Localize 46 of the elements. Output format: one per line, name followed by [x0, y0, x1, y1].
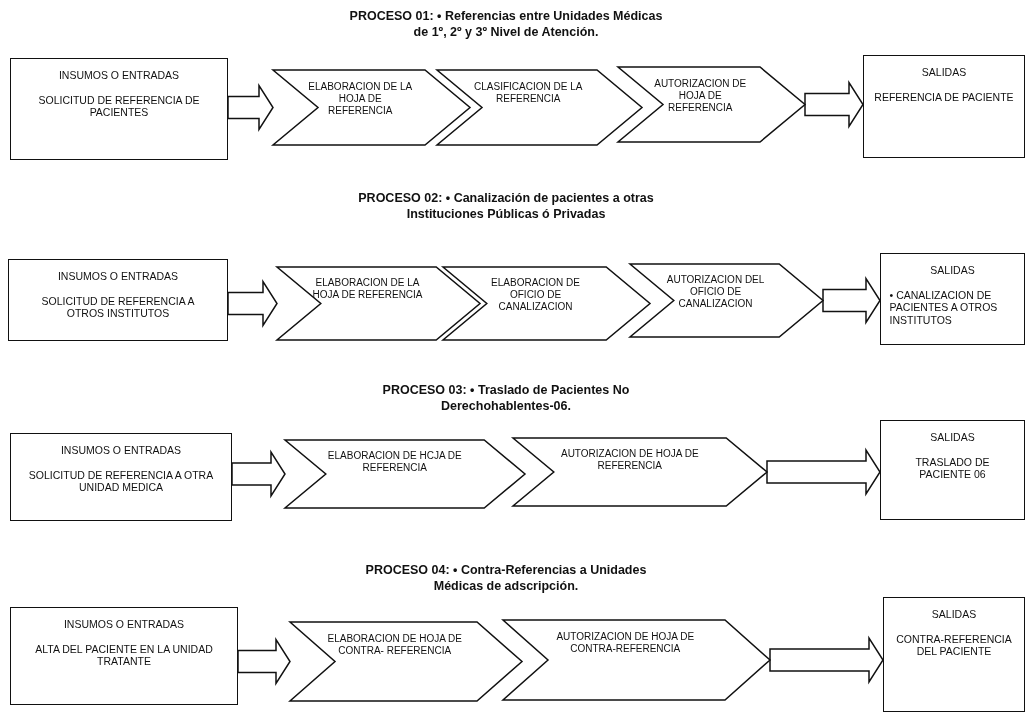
box-heading: INSUMOS O ENTRADAS: [59, 444, 183, 457]
box-heading: SALIDAS: [920, 66, 968, 79]
process-heading: PROCESO 04: • Contra-Referencias a Unidades Médicas de adscripción.: [364, 562, 648, 595]
box-text: SOLICITUD DE REFERENCIA A OTRA UNIDAD MEDICA: [27, 468, 215, 494]
process-heading: PROCESO 03: • Traslado de Pacientes No Derechohablentes-06.: [381, 382, 631, 415]
box-text: REFERENCIA DE PACIENTE: [873, 90, 1015, 104]
step-label: ELABORACION DE HCJA DE REFERENCIA: [326, 449, 463, 474]
box-text: ALTA DEL PACIENTE EN LA UNIDAD TRATANTE: [34, 642, 214, 668]
box-heading: SALIDAS: [929, 431, 976, 444]
block-arrow: [822, 275, 881, 326]
box-text: CONTRA-REFERENCIA DEL PACIENTE: [895, 632, 1013, 658]
process-heading: PROCESO 02: • Canalización de pacientes a otras Instituciones Públicas ó Privadas: [357, 190, 655, 223]
process-heading: PROCESO 01: • Referencias entre Unidades Médicas de 1º, 2º y 3º Nivel de Atención.: [348, 8, 664, 41]
block-arrow: [766, 447, 881, 497]
block-arrow: [804, 79, 864, 130]
step-label: AUTORIZACION DE HOJA DE REFERENCIA: [559, 447, 700, 472]
block-arrow: [227, 278, 278, 329]
block-arrow: [237, 636, 291, 687]
box-text: SOLICITUD DE REFERENCIA DE PACIENTES: [37, 93, 201, 119]
box-heading: INSUMOS O ENTRADAS: [57, 69, 181, 82]
input-box: [10, 607, 238, 705]
box-heading: SALIDAS: [930, 608, 978, 621]
input-box: [8, 259, 228, 341]
step-label: ELABORACION DE LA HOJA DE REFERENCIA: [311, 277, 424, 302]
box-text: • CANALIZACION DE PACIENTES A OTROS INSTITUTOS: [889, 288, 999, 327]
step-label: CLASIFICACION DE LA REFERENCIA: [473, 80, 584, 105]
box-text: SOLICITUD DE REFERENCIA A OTROS INSTITUTOS: [40, 294, 196, 320]
output-box: [863, 55, 1025, 158]
input-box: [10, 58, 228, 160]
step-label: AUTORIZACION DEL OFICIO DE CANALIZACION: [665, 274, 766, 311]
box-text: TRASLADO DE PACIENTE 06: [914, 455, 991, 481]
block-arrow: [769, 635, 884, 685]
input-box: [10, 433, 232, 521]
step-label: ELABORACION DE OFICIO DE CANALIZACION: [490, 277, 581, 314]
block-arrow: [227, 82, 274, 133]
output-box: [880, 420, 1025, 520]
box-heading: INSUMOS O ENTRADAS: [62, 618, 186, 631]
output-box: [883, 597, 1025, 712]
step-label: ELABORACION DE LA HOJA DE REFERENCIA: [307, 80, 414, 117]
step-label: ELABORACION DE HOJA DE CONTRA- REFERENCIA: [326, 633, 463, 658]
output-box: [880, 253, 1025, 345]
block-arrow: [231, 449, 286, 499]
step-label: AUTORIZACION DE HOJA DE REFERENCIA: [653, 77, 748, 114]
box-heading: SALIDAS: [929, 264, 976, 277]
step-label: AUTORIZACION DE HOJA DE CONTRA-REFERENCIA: [555, 631, 696, 656]
box-heading: INSUMOS O ENTRADAS: [56, 270, 180, 283]
